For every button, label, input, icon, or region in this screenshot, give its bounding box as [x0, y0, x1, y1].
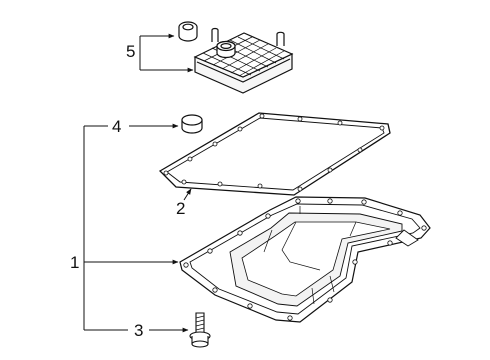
- filter-drawing: [193, 27, 294, 94]
- leader-lines: [83, 33, 194, 333]
- pan-bolt-drawing: [189, 312, 211, 348]
- plug-drawing: [181, 114, 203, 134]
- callout-1: 1: [70, 253, 79, 272]
- filter-seal-drawing: [178, 21, 198, 42]
- oil-pan-drawing: [179, 196, 431, 323]
- callout-4: 4: [112, 117, 121, 136]
- pan-gasket-drawing: [158, 112, 391, 196]
- callout-2: 2: [176, 199, 185, 218]
- callout-5: 5: [126, 42, 135, 61]
- callout-3: 3: [134, 321, 143, 340]
